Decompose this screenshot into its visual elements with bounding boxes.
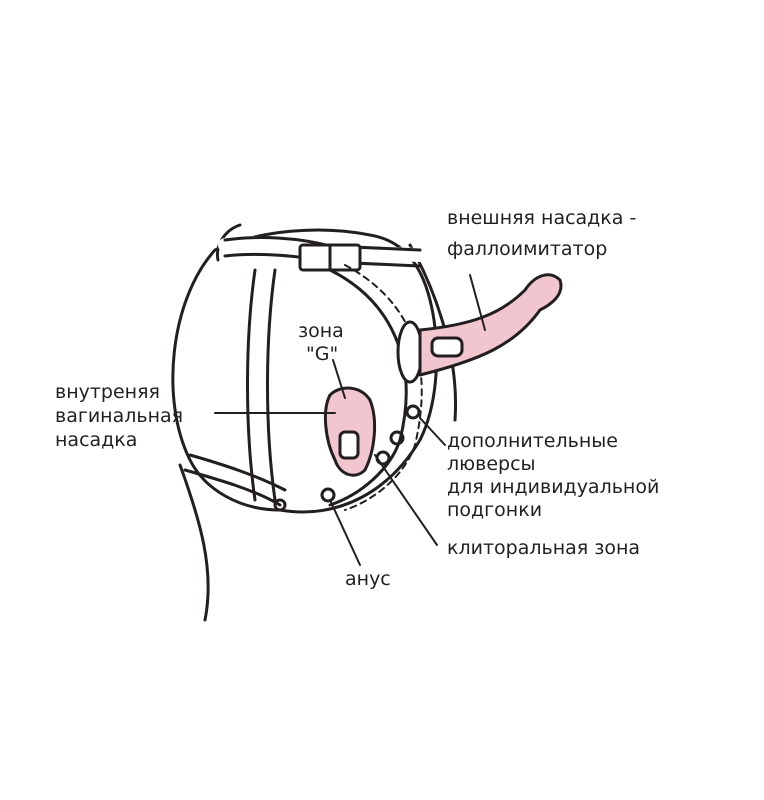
grommet [405, 404, 421, 420]
label-line: "G" [306, 343, 339, 365]
label-line: зона [298, 320, 344, 342]
label-line: внутреняя [55, 381, 160, 403]
label-line: подгонки [447, 499, 543, 521]
leg-strap [246, 268, 257, 502]
label-line: внешняя насадка - [447, 207, 637, 229]
external-attachment [418, 273, 563, 377]
label-external-attachment: внешняя насадка - фаллоимитатор [447, 207, 636, 261]
label-line: фаллоимитатор [447, 238, 608, 260]
body-outline [171, 228, 439, 514]
label-anus: анус [345, 568, 391, 590]
leader-clitoral [374, 454, 438, 546]
grommet [273, 498, 287, 512]
leader-grommets [419, 417, 446, 446]
label-line: дополнительные [447, 430, 618, 452]
label-line: люверсы [447, 453, 536, 475]
leader-external [469, 274, 486, 331]
leg-outline [178, 463, 210, 622]
o-ring-base [396, 320, 424, 384]
leader-g-zone [332, 359, 346, 399]
label-grommets: дополнительные люверсы для индивидуально… [447, 430, 659, 522]
label-line: для индивидуальной [447, 476, 660, 498]
grommet [389, 430, 405, 446]
label-line: насадка [55, 429, 138, 451]
label-g-zone: зона "G" [298, 320, 344, 366]
leader-anus [329, 499, 361, 566]
label-internal-attachment: внутреняя вагинальная насадка [55, 380, 183, 452]
front-strap [328, 268, 408, 507]
label-line: вагинальная [55, 405, 184, 427]
grommet [320, 487, 336, 503]
label-clitoral-zone: клиторальная зона [447, 537, 641, 559]
